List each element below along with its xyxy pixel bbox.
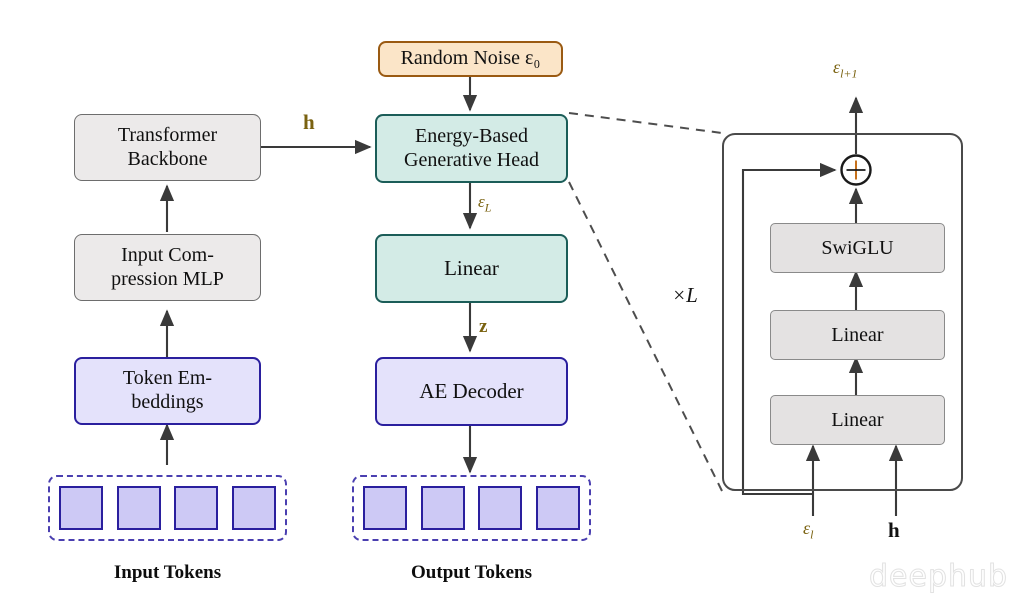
output-tokens-caption: Output Tokens xyxy=(411,562,532,583)
random-noise-label: Random Noise ε₀ xyxy=(400,47,541,70)
output-token-square[interactable] xyxy=(478,486,523,530)
linear-box-lower[interactable]: Linear xyxy=(770,395,945,445)
eps-L-base: ε xyxy=(478,192,485,211)
transformer-backbone-line1: Transformer xyxy=(117,123,218,146)
edge-label-eps-L: εL xyxy=(478,192,491,215)
transformer-backbone-line2: Backbone xyxy=(127,147,208,170)
repeat-times-L-label: ×L xyxy=(672,283,698,307)
input-token-square[interactable] xyxy=(174,486,219,530)
token-embeddings-box[interactable]: Token Em- beddings xyxy=(74,357,261,425)
eps-out-base: ε xyxy=(833,57,841,77)
input-h-label: h xyxy=(888,518,900,542)
linear-upper-label: Linear xyxy=(831,323,884,346)
linear-box-upper[interactable]: Linear xyxy=(770,310,945,360)
output-token-square[interactable] xyxy=(420,486,465,530)
energy-head-detail-panel xyxy=(722,133,963,491)
energy-head-line1: Energy-Based xyxy=(415,124,528,147)
output-token-square[interactable] xyxy=(363,486,407,530)
eps-L-subscript: L xyxy=(484,200,492,215)
token-embeddings-line1: Token Em- xyxy=(122,367,213,390)
linear-lower-label: Linear xyxy=(831,408,884,431)
ae-decoder-label: AE Decoder xyxy=(419,379,524,404)
input-compression-line2: pression MLP xyxy=(111,267,224,290)
ae-decoder-box[interactable]: AE Decoder xyxy=(375,357,568,426)
input-token-square[interactable] xyxy=(116,486,161,530)
input-token-square[interactable] xyxy=(231,486,276,530)
linear-label: Linear xyxy=(444,256,499,281)
input-tokens-group[interactable] xyxy=(48,475,287,541)
token-embeddings-line2: beddings xyxy=(131,391,204,413)
zoom-connector-lines xyxy=(568,112,723,492)
input-compression-line1: Input Com- xyxy=(121,243,214,266)
linear-box-center[interactable]: Linear xyxy=(375,234,568,303)
energy-head-line2: Generative Head xyxy=(404,148,539,171)
random-noise-box[interactable]: Random Noise ε₀ xyxy=(378,41,563,77)
energy-based-generative-head-box[interactable]: Energy-Based Generative Head xyxy=(375,114,568,183)
input-tokens-caption: Input Tokens xyxy=(113,562,222,583)
input-compression-mlp-box[interactable]: Input Com- pression MLP xyxy=(74,234,261,301)
edge-label-z: z xyxy=(479,316,488,337)
input-eps-l-label: εl xyxy=(803,518,813,543)
eps-in-base: ε xyxy=(803,518,811,538)
output-tokens-group[interactable] xyxy=(352,475,591,541)
input-token-square[interactable] xyxy=(59,486,103,530)
swiglu-box[interactable]: SwiGLU xyxy=(770,223,945,273)
deephub-watermark: deephub xyxy=(868,559,1009,595)
transformer-backbone-box[interactable]: Transformer Backbone xyxy=(74,114,261,181)
eps-in-subscript: l xyxy=(810,527,814,542)
output-eps-l-plus-1-label: εl+1 xyxy=(833,57,858,82)
swiglu-label: SwiGLU xyxy=(821,236,894,259)
eps-out-subscript: l+1 xyxy=(840,66,858,81)
edge-label-h: h xyxy=(303,110,315,134)
output-token-square[interactable] xyxy=(535,486,580,530)
